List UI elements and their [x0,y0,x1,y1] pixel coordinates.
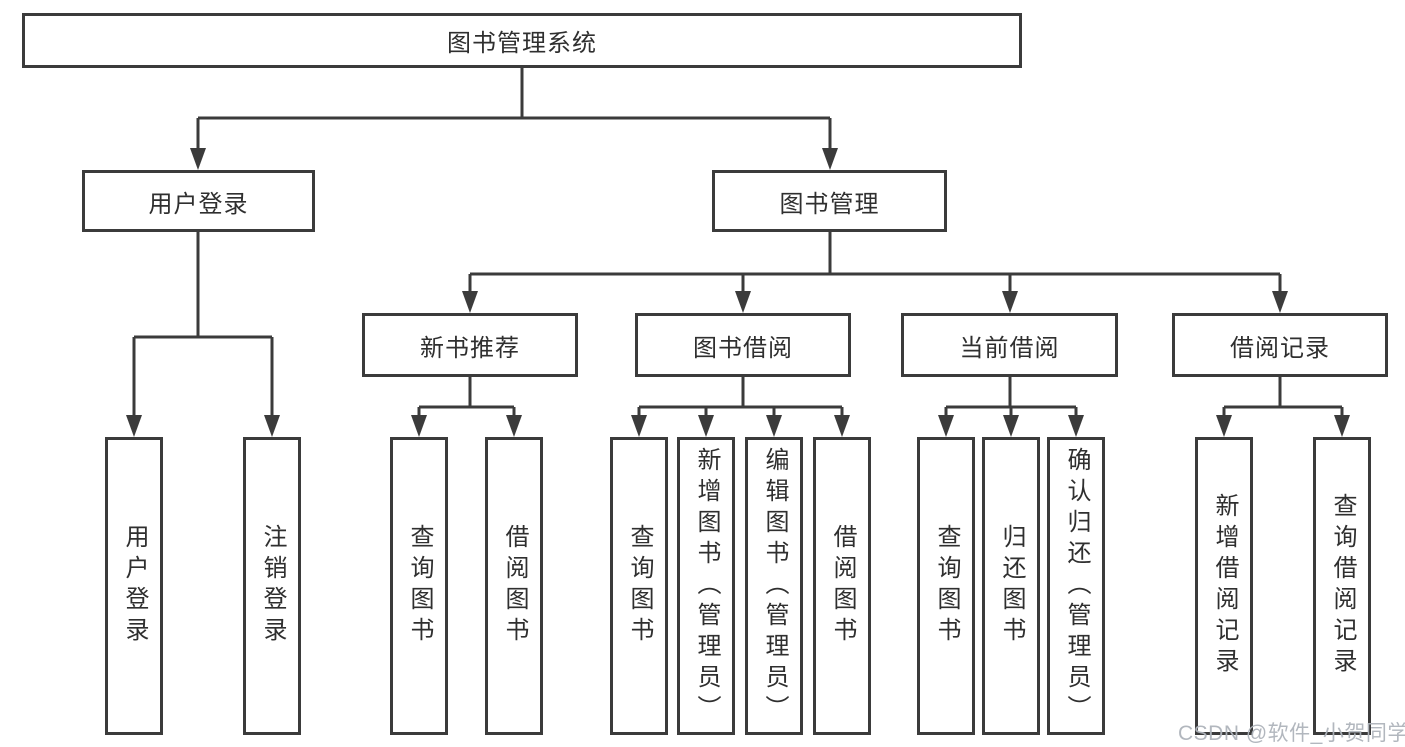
connector-new-book-recommend [411,377,522,437]
connector-book-management [462,232,1288,313]
connector-book-borrow [631,377,850,437]
node-new-book-recommend-label: 新书推荐 [420,334,520,362]
node-borrow-record-label: 借阅记录 [1230,334,1330,362]
leaf-borrow-book-label: 借阅图书 [829,524,856,648]
leaf-newbook-borrow-label: 借阅图书 [501,524,528,648]
connector-current-borrow [938,377,1084,437]
leaf-newbook-borrow: 借阅图书 [485,437,543,735]
node-user-login: 用户登录 [82,170,315,232]
leaf-borrow-book: 借阅图书 [813,437,871,735]
leaf-record-add-label: 新增借阅记录 [1211,493,1238,679]
connector-user-login [126,232,280,437]
leaf-current-query-label: 查询图书 [933,524,960,648]
leaf-current-return-label: 归还图书 [998,524,1025,648]
leaf-borrow-edit-admin-label: 编辑图书（管理员） [761,446,788,726]
leaf-borrow-query: 查询图书 [610,437,668,735]
leaf-current-confirm-admin: 确认归还（管理员） [1047,437,1105,735]
leaf-newbook-query-label: 查询图书 [406,524,433,648]
connector-borrow-record [1216,377,1350,437]
leaf-borrow-edit-admin: 编辑图书（管理员） [745,437,803,735]
leaf-current-return: 归还图书 [982,437,1040,735]
csdn-watermark: CSDN @软件_小贺同学 [1178,722,1405,745]
leaf-borrow-query-label: 查询图书 [626,524,653,648]
node-new-book-recommend: 新书推荐 [362,313,578,377]
leaf-newbook-query: 查询图书 [390,437,448,735]
leaf-borrow-add-admin-label: 新增图书（管理员） [693,446,720,726]
node-book-management: 图书管理 [712,170,947,232]
leaf-record-query: 查询借阅记录 [1313,437,1371,735]
node-book-borrow: 图书借阅 [635,313,851,377]
node-book-borrow-label: 图书借阅 [693,334,793,362]
leaf-borrow-add-admin: 新增图书（管理员） [677,437,735,735]
leaf-user-login: 用户登录 [105,437,163,735]
leaf-current-query: 查询图书 [917,437,975,735]
leaf-current-confirm-admin-label: 确认归还（管理员） [1063,446,1090,726]
leaf-record-query-label: 查询借阅记录 [1329,493,1356,679]
leaf-record-add: 新增借阅记录 [1195,437,1253,735]
leaf-logout: 注销登录 [243,437,301,735]
node-current-borrow: 当前借阅 [901,313,1118,377]
node-book-management-label: 图书管理 [779,190,880,218]
node-user-login-label: 用户登录 [148,190,249,218]
leaf-user-login-label: 用户登录 [121,524,148,648]
leaf-logout-label: 注销登录 [259,524,286,648]
node-root: 图书管理系统 [22,13,1022,68]
node-root-label: 图书管理系统 [447,30,597,57]
node-current-borrow-label: 当前借阅 [959,334,1060,362]
node-borrow-record: 借阅记录 [1172,313,1388,377]
connector-root-to-level2 [190,68,838,170]
